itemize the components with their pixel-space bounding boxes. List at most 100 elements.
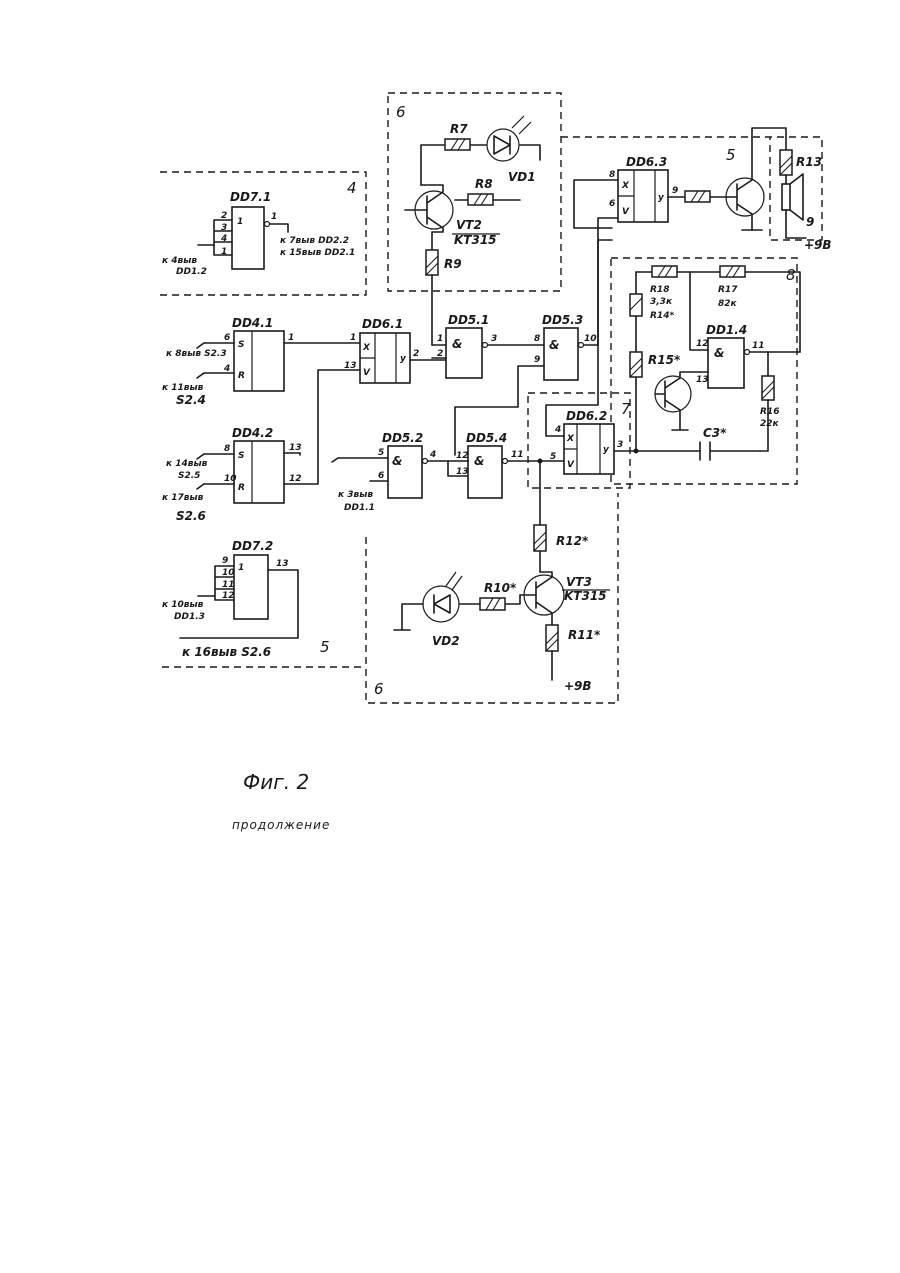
svg-text:2: 2 [413,349,419,359]
svg-text:1: 1 [288,333,294,343]
svg-text:4: 4 [223,364,230,374]
block-5-top-label: 5 [726,146,736,164]
svg-text:13: 13 [696,375,709,385]
svg-text:V: V [622,207,630,217]
svg-text:VT3: VT3 [566,575,592,589]
vt3-led-cluster: R12* VT3 KT315 R11* +9B R10* VD2 [394,525,610,693]
chip-dd5-1: DD5.1 & 1 2 3 [432,313,544,378]
svg-text:DD6.1: DD6.1 [362,317,403,331]
svg-text:DD4.2: DD4.2 [232,426,273,440]
svg-text:9: 9 [806,215,814,229]
svg-text:&: & [714,346,724,360]
svg-text:R17: R17 [718,285,738,295]
svg-text:4: 4 [220,234,227,244]
svg-text:3: 3 [617,440,623,450]
led-vd2 [423,586,459,622]
svg-text:3: 3 [221,223,227,233]
dd4-1-s-note: к 8выв S2.3 [166,349,227,359]
svg-text:13: 13 [456,467,469,477]
svg-text:DD6.3: DD6.3 [626,155,667,169]
svg-text:KT315: KT315 [564,589,607,603]
block-8-label: 8 [786,266,796,284]
svg-text:6: 6 [378,471,384,481]
svg-text:13: 13 [276,559,289,569]
svg-text:V: V [567,460,575,470]
vt2-led-cluster: R7 VD1 VT2 KT315 R8 R9 [405,116,540,345]
svg-text:1: 1 [350,333,356,343]
dd7-1-out-note-2: к 15выв DD2.1 [280,248,355,258]
svg-text:3,3к: 3,3к [650,297,673,307]
svg-text:9: 9 [672,186,678,196]
chip-dd6-3: DD6.3 X V y 8 6 9 [574,155,728,228]
svg-text:1: 1 [271,212,277,222]
svg-text:VD1: VD1 [508,170,536,184]
dd7-1-out-note: к 7выв DD2.2 [280,236,349,246]
svg-text:DD5.2: DD5.2 [382,431,423,445]
svg-text:13: 13 [289,443,302,453]
svg-text:22к: 22к [760,419,780,429]
dd7-1-in-note-2: DD1.2 [176,267,207,277]
svg-text:3: 3 [491,334,497,344]
svg-text:R8: R8 [475,177,493,191]
svg-text:+9B: +9B [564,679,592,693]
svg-text:R11*: R11* [568,628,601,642]
svg-text:R16: R16 [760,407,779,417]
svg-text:R14*: R14* [650,311,674,321]
chip-dd5-4: DD5.4 & 12 13 11 [448,431,564,525]
svg-text:X: X [621,181,630,191]
block-6-bottom-label: 6 [374,680,384,698]
svg-text:DD7.2: DD7.2 [232,539,273,553]
svg-text:&: & [392,454,402,468]
svg-text:X: X [566,434,575,444]
dd7-1-in-note: к 4выв [162,256,197,266]
svg-text:9: 9 [222,556,228,566]
svg-text:5: 5 [550,452,556,462]
svg-text:R: R [238,371,245,381]
svg-text:13: 13 [344,361,357,371]
svg-text:&: & [452,337,462,351]
svg-text:R12*: R12* [556,534,589,548]
svg-text:DD4.1: DD4.1 [232,316,273,330]
chip-dd7-2: DD7.2 1 9 10 11 12 13 [180,539,298,638]
svg-text:12: 12 [222,591,235,601]
svg-text:11: 11 [511,450,524,460]
svg-text:8: 8 [534,334,540,344]
svg-text:82к: 82к [718,299,738,309]
dd5-2-in-note: к 3выв [338,490,373,500]
svg-text:R10*: R10* [484,581,517,595]
block-7-label: 7 [621,400,631,418]
svg-text:1: 1 [237,217,243,227]
svg-text:12: 12 [289,474,302,484]
chip-dd5-2: DD5.2 & 5 6 4 [300,431,448,498]
svg-text:10: 10 [222,568,235,578]
dd4-2-r-note-2: S2.6 [176,509,206,523]
svg-text:11: 11 [222,580,235,590]
svg-text:&: & [549,338,559,352]
svg-text:5: 5 [378,448,384,458]
dd5-2-in-note-2: DD1.1 [344,503,375,513]
dd4-2-s-note: к 14выв [166,459,208,469]
svg-text:10: 10 [224,474,237,484]
svg-text:X: X [362,343,371,353]
svg-text:&: & [474,454,484,468]
chip-dd7-1: DD7.1 1 2 3 4 1 1 [198,190,288,269]
svg-text:S: S [238,451,244,461]
resistor-r16 [762,376,774,400]
figure-subcaption: продолжение [232,818,330,832]
svg-text:R13: R13 [796,155,822,169]
svg-text:DD7.1: DD7.1 [230,190,271,204]
svg-text:1: 1 [437,334,443,344]
svg-text:VT2: VT2 [456,218,482,232]
dd7-2-out-note: к 16выв S2.6 [182,645,271,659]
dd4-2-s-note-2: S2.5 [178,471,200,481]
svg-text:DD5.3: DD5.3 [542,313,583,327]
svg-text:DD6.2: DD6.2 [566,409,607,423]
svg-text:R18: R18 [650,285,669,295]
block-5-bottom-label: 5 [320,638,330,656]
svg-text:V: V [363,368,371,378]
block-4-label: 4 [347,179,357,197]
svg-text:12: 12 [696,339,709,349]
speaker-driver: R13 9 +9B [726,128,832,252]
svg-text:R9: R9 [444,257,462,271]
figure-caption: Фиг. 2 [243,770,309,794]
